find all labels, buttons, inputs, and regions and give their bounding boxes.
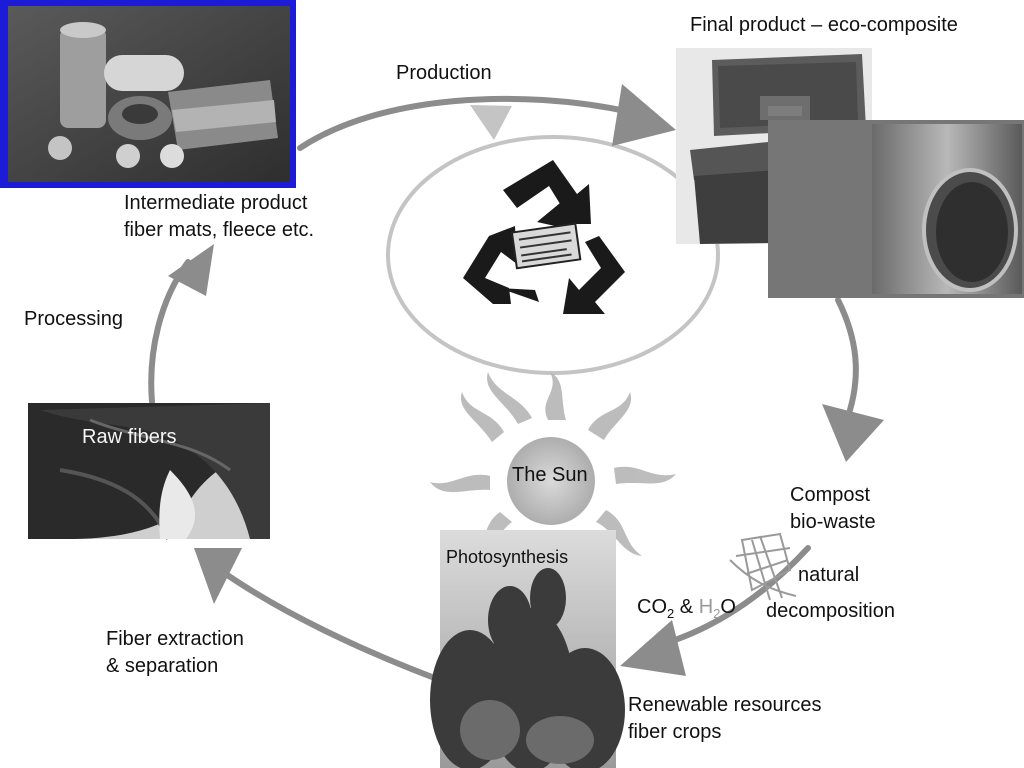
final-product-photo [676,48,1024,298]
arrowhead-processing [168,244,214,296]
raw-fibers-photo [28,403,270,540]
processing-label: Processing [24,308,123,330]
compost-label: Compost bio-waste [790,482,876,536]
renewable-line2: fiber crops [628,721,722,743]
fiber-extraction-line1: Fiber extraction [106,628,244,650]
sun-icon [430,372,676,558]
arrowhead-production [612,84,676,146]
sun-disc [507,437,595,525]
inner-ring-arrowhead [470,105,512,140]
compost-icon [729,532,797,601]
decomposition-label: decomposition [766,600,895,622]
plants-photo [430,530,625,768]
sun-label: The Sun [512,464,588,486]
ampersand-text: & [674,596,699,618]
intermediate-product-photo [0,0,296,188]
arrowhead-extraction [194,548,242,604]
intermediate-product-line2: fiber mats, fleece etc. [124,219,315,241]
newspaper-bundle [510,222,582,270]
recycle-icon [463,160,625,314]
compost-line2: bio-waste [790,511,876,533]
intermediate-product-line1: Intermediate product [124,192,308,214]
renewable-line1: Renewable resources [628,694,822,716]
h2o-h-text: H [698,596,714,618]
arrow-compost [835,297,859,413]
arrow-extraction [217,567,443,683]
arrow-production [297,95,633,151]
raw-fibers-label: Raw fibers [82,426,177,448]
inner-cycle-ring [386,135,720,375]
compost-line1: Compost [790,484,871,506]
outer-cycle-arrowheads [168,84,884,676]
intermediate-product-label: Intermediate product fiber mats, fleece … [124,190,314,244]
fiber-extraction-line2: & separation [106,655,219,677]
photosynthesis-label: Photosynthesis [446,547,569,567]
arrowhead-decomposition [620,620,686,676]
final-product-title: Final product – eco-composite [690,14,958,36]
fiber-extraction-label: Fiber extraction & separation [106,626,244,680]
h2o-o-text: O [720,596,736,618]
arrow-decomposition [657,545,811,648]
co2-text: CO [637,596,667,618]
production-label: Production [396,62,492,84]
renewable-resources-label: Renewable resources fiber crops [628,692,821,746]
outer-cycle-arrows [148,95,859,683]
co2-subscript: 2 [667,606,675,621]
h2o-subscript: 2 [713,606,721,621]
arrowhead-compost [822,404,884,462]
natural-label: natural [798,564,860,586]
co2-h2o-label: CO2 & H2O [637,594,736,627]
